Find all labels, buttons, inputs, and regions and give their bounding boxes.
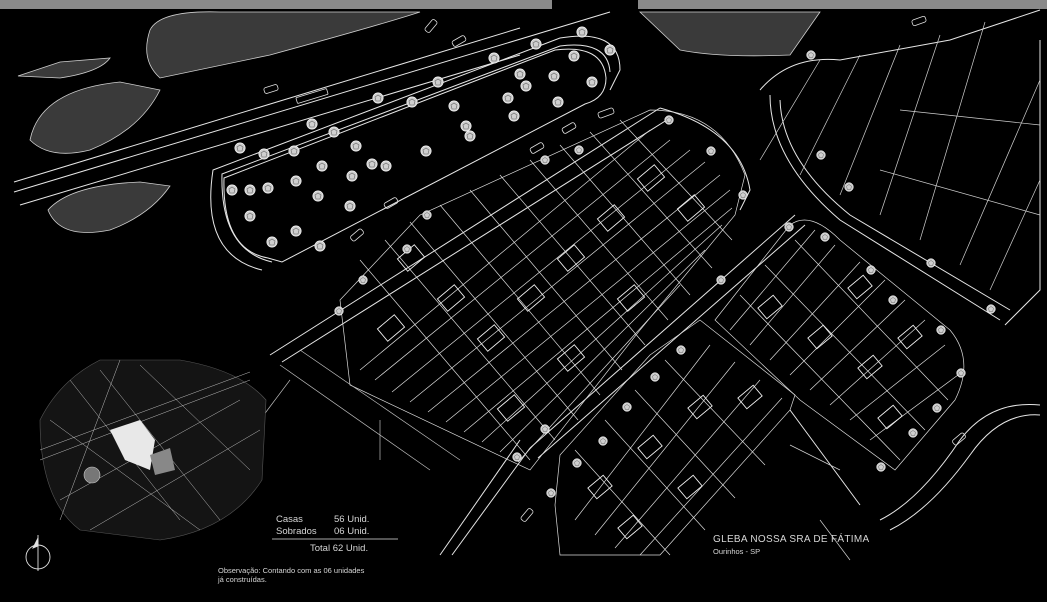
observation-text: Observação: Contando com as 06 unidades … [218,566,418,584]
row-sobrados-label: Sobrados [276,526,317,537]
park-area [223,48,607,263]
lot-block-right [714,219,965,471]
observation-line-1: Observação: Contando com as 06 unidades [218,566,365,575]
project-location: Ourinhos - SP [713,547,761,556]
summary-total: Total 62 Unid. [310,543,369,554]
location-map [39,359,267,541]
project-title: GLEBA NOSSA SRA DE FÁTIMA [713,534,870,545]
cars [263,15,966,522]
frame-top-notch [552,0,638,12]
observation-line-2: já construídas. [218,575,267,584]
row-sobrados-value: 06 Unid. [334,526,370,537]
dark-land-areas [17,11,821,233]
lot-block-bottom [554,319,796,556]
north-arrow-icon [25,535,51,571]
frame-top-band [0,0,1047,9]
row-casas-label: Casas [276,514,303,525]
row-casas-value: 56 Unid. [334,514,370,525]
parcel-lines-right [759,21,1041,561]
road-lines [13,9,1041,556]
